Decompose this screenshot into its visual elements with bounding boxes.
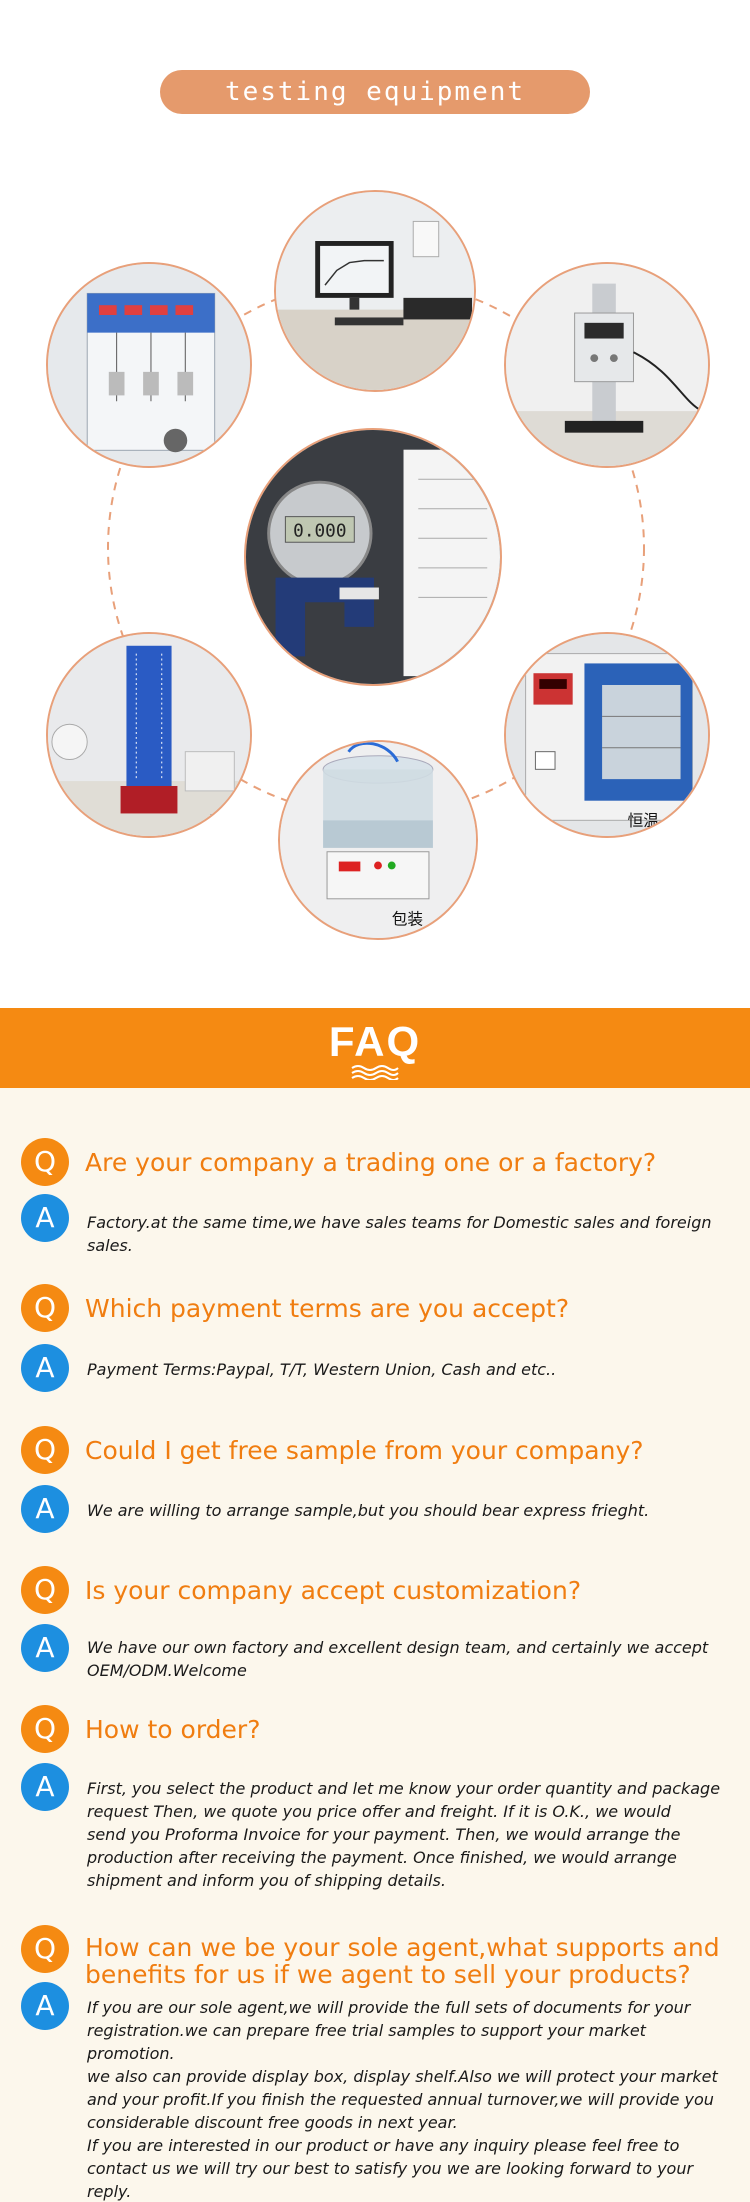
question-badge: Q xyxy=(21,1284,69,1332)
faq-answer: We have our own factory and excellent de… xyxy=(87,1638,709,1680)
gauge-reading: 0.000 xyxy=(293,521,346,541)
question-badge: Q xyxy=(21,1566,69,1614)
constant-temperature-oven-photo: 恒温 xyxy=(504,632,710,838)
faq-answer: Factory.at the same time,we have sales t… xyxy=(87,1213,712,1255)
answer-badge: A xyxy=(21,1763,69,1811)
faq-answer: If you are our sole agent,we will provid… xyxy=(87,1998,718,2201)
vacuum-leak-tester-photo: 包装 xyxy=(278,740,478,940)
question-badge: Q xyxy=(21,1705,69,1753)
faq-list: Q Are your company a trading one or a fa… xyxy=(0,1088,750,2202)
faq-answer: We are willing to arrange sample,but you… xyxy=(87,1501,650,1520)
drop-test-tube-photo: 打 xyxy=(46,632,252,838)
wave-decoration-icon xyxy=(351,1065,399,1080)
faq-answer: First, you select the product and let me… xyxy=(87,1779,721,1890)
question-badge: Q xyxy=(21,1925,69,1973)
answer-badge: A xyxy=(21,1344,69,1392)
push-pull-gauge-stand-photo xyxy=(504,262,710,468)
computer-tensile-tester-photo xyxy=(274,190,476,392)
vacuum-tester-caption: 包装 xyxy=(392,909,424,928)
oven-caption: 恒温 xyxy=(628,811,660,830)
faq-question: Could I get free sample from your compan… xyxy=(85,1436,644,1465)
answer-badge: A xyxy=(21,1982,69,2030)
faq-answer: Payment Terms:Paypal, T/T, Western Union… xyxy=(87,1360,557,1379)
peel-strength-tester-photo xyxy=(46,262,252,468)
testing-equipment-section: testing equipment xyxy=(0,0,750,1008)
question-badge: Q xyxy=(21,1426,69,1474)
faq-header-band: FAQ xyxy=(0,1008,750,1088)
testing-equipment-title: testing equipment xyxy=(160,70,590,114)
question-badge: Q xyxy=(21,1138,69,1186)
faq-title: FAQ xyxy=(328,1018,422,1065)
faq-question: Are your company a trading one or a fact… xyxy=(85,1148,657,1177)
faq-question: How can we be your sole agent,what suppo… xyxy=(85,1933,720,1989)
answer-badge: A xyxy=(21,1624,69,1672)
faq-question: Is your company accept customization? xyxy=(85,1576,582,1605)
faq-question: How to order? xyxy=(85,1715,261,1744)
answer-badge: A xyxy=(21,1485,69,1533)
answer-badge: A xyxy=(21,1194,69,1242)
digital-thickness-gauge-photo: 0.000 xyxy=(244,428,502,686)
faq-question: Which payment terms are you accept? xyxy=(85,1294,570,1323)
